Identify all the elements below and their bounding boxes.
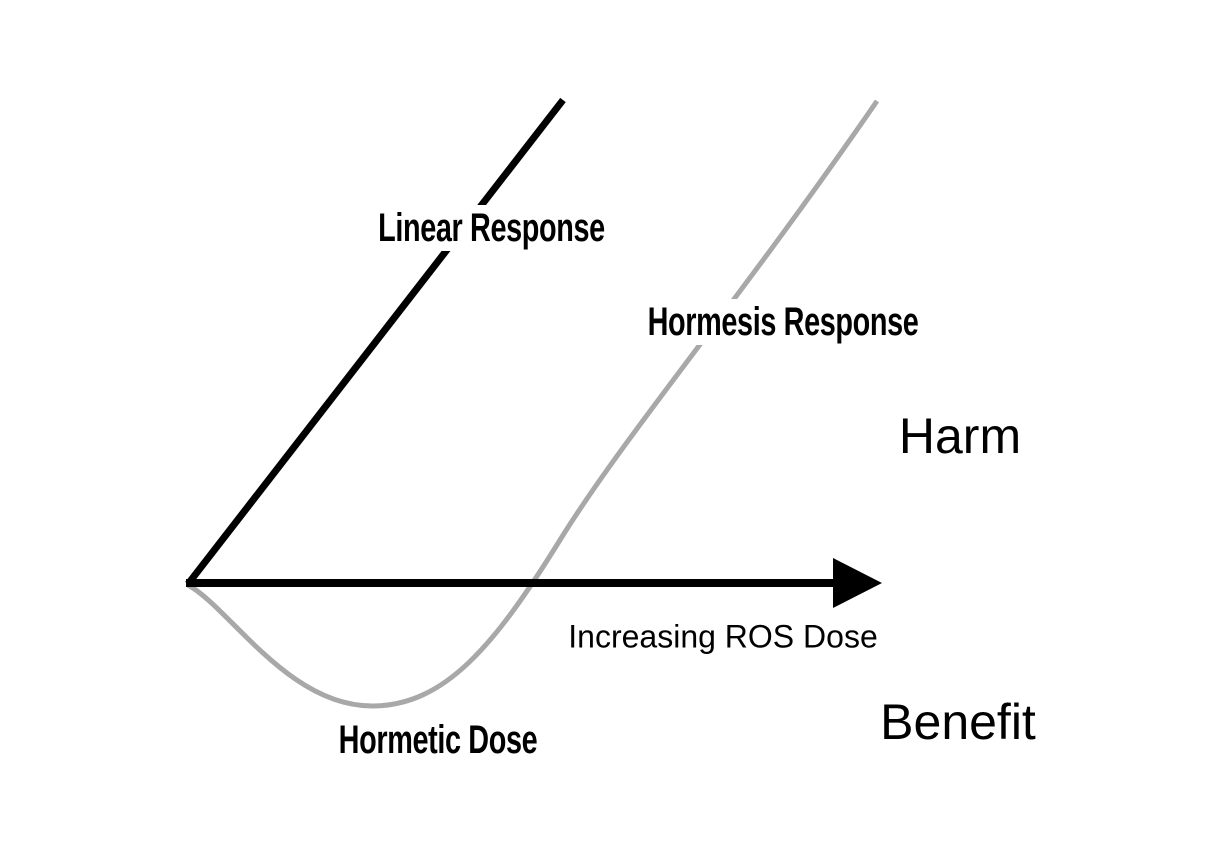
hormesis-response-curve [186, 99, 880, 709]
hormetic-dose-label: Hormetic Dose [330, 717, 546, 763]
x-axis-title: Increasing ROS Dose [568, 618, 878, 655]
benefit-region-label: Benefit [880, 694, 1036, 750]
linear-response-label: Linear Response [369, 205, 614, 251]
harm-region-label: Harm [898, 408, 1022, 464]
linear-response-line [185, 97, 566, 587]
x-axis-arrowhead-icon [833, 558, 882, 608]
hormesis-response-label: Hormesis Response [638, 299, 928, 345]
